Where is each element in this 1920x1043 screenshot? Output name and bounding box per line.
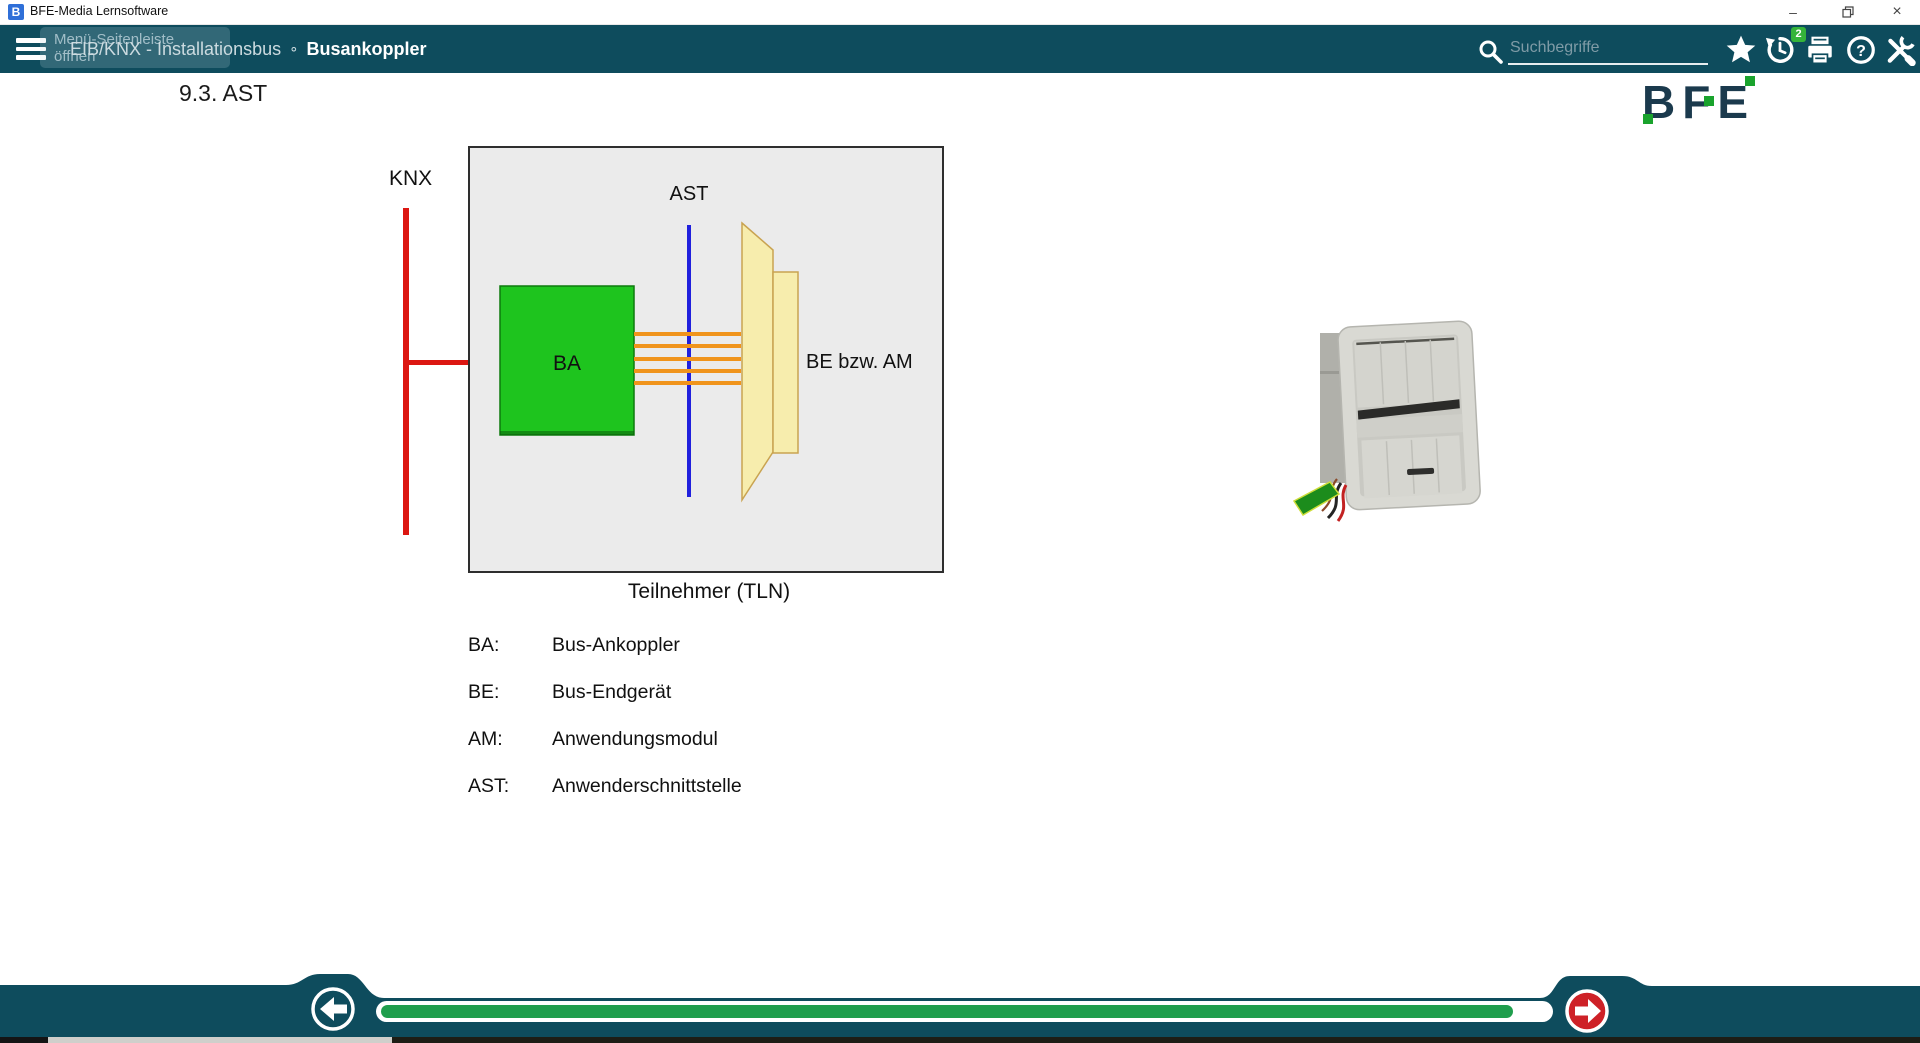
svg-text:?: ? (1856, 43, 1866, 60)
legend-term: BA: (468, 634, 500, 656)
progress-fill (381, 1005, 1513, 1018)
search-input[interactable] (1508, 33, 1708, 65)
legend-definition: Anwendungsmodul (552, 728, 718, 750)
taskbar-window-segment (48, 1037, 392, 1043)
history-badge: 2 (1791, 27, 1806, 42)
window-title: BFE-Media Lernsoftware (30, 4, 169, 18)
hamburger-bar (16, 46, 46, 51)
favorites-star-icon[interactable] (1725, 34, 1757, 66)
knx-bus-line (403, 208, 409, 535)
signal-line (634, 381, 741, 385)
settings-tools-icon[interactable] (1884, 34, 1916, 67)
legend-definition: Bus-Endgerät (552, 681, 672, 703)
end-device-panel (741, 221, 774, 503)
footer-navigation (0, 974, 1920, 1043)
legend-row: AST: Anwenderschnittstelle (468, 763, 742, 810)
menu-tooltip-line2: öffnen (54, 48, 96, 65)
lesson-diagram: KNX AST BA BE bzw. AM Teilnehmer (TLN (389, 146, 1481, 603)
application-module-block (772, 271, 799, 454)
breadcrumb-section[interactable]: EIB/KNX - Installationsbus (70, 38, 282, 59)
legend-definition: Anwenderschnittstelle (552, 775, 742, 797)
photo-wire-red (1336, 484, 1348, 522)
legend-definition: Bus-Ankoppler (552, 634, 680, 656)
page-title: 9.3. AST (179, 80, 268, 106)
knx-bus-label: KNX (389, 167, 432, 190)
legend-term: AST: (468, 775, 510, 797)
close-button[interactable]: × (1892, 3, 1902, 20)
signal-line (634, 332, 741, 336)
help-icon[interactable]: ? (1845, 34, 1877, 66)
breadcrumb-current: Busankoppler (306, 38, 427, 59)
ba-label: BA (553, 352, 581, 375)
logo-accent-square (1745, 76, 1755, 86)
app-icon: B (8, 4, 24, 20)
bus-coupler-photo (1292, 320, 1481, 522)
diagram-caption: Teilnehmer (TLN) (628, 580, 790, 603)
history-icon[interactable] (1764, 34, 1796, 66)
legend-term: BE: (468, 681, 500, 703)
logo-accent-square (1643, 114, 1653, 124)
hamburger-bar (16, 55, 46, 60)
minimize-button[interactable]: – (1789, 4, 1797, 20)
legend-term: AM: (468, 728, 503, 750)
signal-line (634, 369, 741, 373)
photo-flush-box-seam (1320, 371, 1352, 374)
page-content: 9.3. AST BFE KNX AST BA (0, 73, 1920, 1037)
be-am-label: BE bzw. AM (806, 351, 913, 373)
photo-lower-slot (1407, 467, 1435, 476)
legend-row: AM: Anwendungsmodul (468, 716, 742, 763)
photo-application-module-pcb (1292, 481, 1341, 517)
window-titlebar: B BFE-Media Lernsoftware – × (0, 0, 1920, 25)
ast-label: AST (670, 183, 709, 205)
previous-button[interactable] (311, 987, 355, 1031)
bus-coupler-shadow (500, 431, 634, 435)
restore-icon (1842, 6, 1854, 18)
arrow-left-icon (320, 997, 347, 1021)
menu-hamburger-icon[interactable] (16, 38, 46, 60)
bus-coupler-box (499, 285, 635, 436)
legend-row: BA: Bus-Ankoppler (468, 622, 742, 669)
bus-branch-line (406, 360, 502, 365)
photo-mid-bar (1356, 414, 1464, 438)
hamburger-bar (16, 38, 46, 43)
menu-tooltip: Menü-Seitenleiste öffnen (40, 27, 230, 68)
next-button[interactable] (1565, 989, 1609, 1033)
maximize-button[interactable] (1830, 0, 1866, 24)
print-icon[interactable] (1804, 34, 1836, 66)
taskbar-strip-right (392, 1037, 1920, 1043)
logo-accent-square (1704, 96, 1714, 106)
photo-mid-slot (1357, 399, 1460, 420)
main-navbar: Menü-Seitenleiste öffnen EIB/KNX - Insta… (0, 25, 1920, 73)
breadcrumb-separator-icon: ∘ (289, 41, 299, 58)
menu-tooltip-line1: Menü-Seitenleiste (54, 31, 175, 48)
legend-row: BE: Bus-Endgerät (468, 669, 742, 716)
breadcrumb: EIB/KNX - Installationsbus ∘ Busankopple… (70, 25, 427, 73)
signal-line (634, 357, 741, 361)
search-icon (1479, 40, 1503, 64)
photo-wire-black (1326, 482, 1343, 520)
bfe-logo: BFE (1642, 75, 1755, 128)
arrow-right-icon (1575, 999, 1601, 1023)
abbreviation-legend: BA: Bus-Ankoppler BE: Bus-Endgerät AM: A… (468, 622, 742, 810)
bfe-logo-text: BFE (1642, 76, 1755, 128)
signal-line (634, 344, 741, 348)
